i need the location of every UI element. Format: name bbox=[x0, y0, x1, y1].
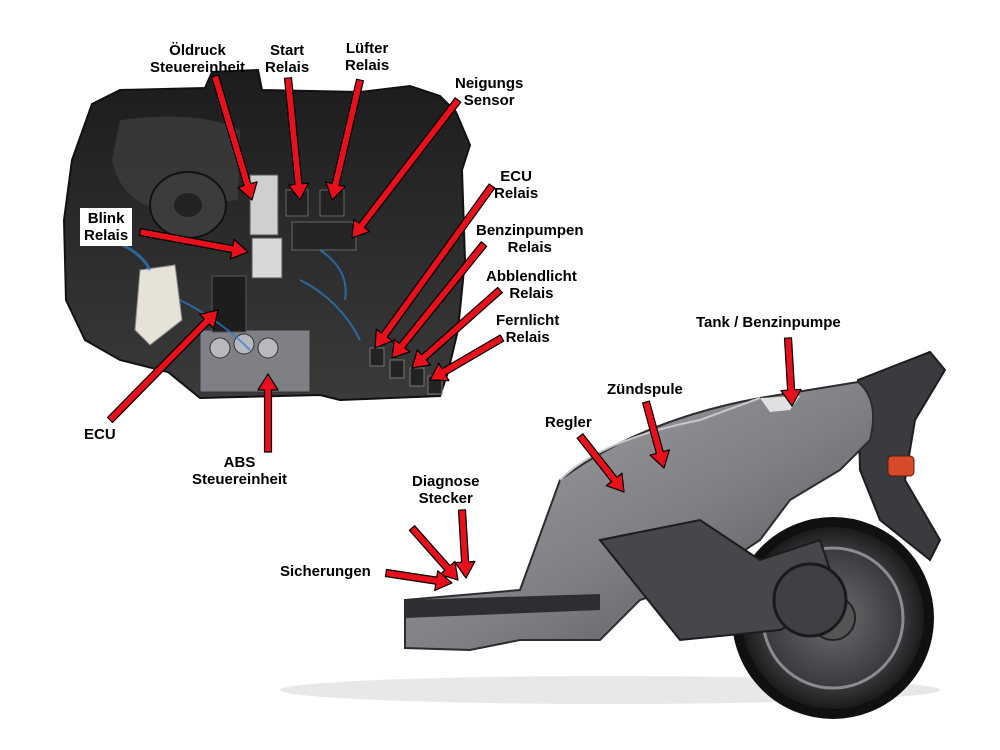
label-neigungs-sensor: Neigungs Sensor bbox=[455, 75, 524, 109]
label-abs-steuereinheit: ABS Steuereinheit bbox=[192, 454, 288, 488]
label-benzinpumpen-relais: Benzinpumpen Relais bbox=[476, 222, 584, 256]
label-start-relais: Start Relais bbox=[265, 42, 310, 76]
label-sicherungen: Sicherungen bbox=[280, 563, 371, 580]
engine-bay-photo bbox=[62, 68, 472, 402]
label-ecu-relais: ECU Relais bbox=[494, 168, 539, 202]
arrow-zuendspule bbox=[641, 400, 671, 469]
label-abblendlicht-relais: Abblendlicht Relais bbox=[486, 268, 577, 302]
arrow-ecu bbox=[106, 309, 219, 424]
arrow-benzinpumpen bbox=[391, 241, 488, 359]
label-ecu: ECU bbox=[84, 426, 116, 443]
arrow-group bbox=[106, 74, 802, 592]
arrow-abs bbox=[257, 373, 279, 453]
scooter-body bbox=[404, 380, 875, 652]
label-oeldruck-steuereinheit: Öldruck Steuereinheit bbox=[150, 42, 246, 76]
label-tank-benzinpumpe: Tank / Benzinpumpe bbox=[696, 314, 841, 331]
ecu-unit bbox=[211, 275, 247, 333]
label-regler: Regler bbox=[545, 414, 592, 431]
arrow-diagnose bbox=[454, 509, 476, 579]
scooter-photo bbox=[280, 350, 947, 719]
arrow-abblendlicht bbox=[411, 286, 503, 369]
fuel-filter bbox=[134, 264, 183, 346]
arrow-blink bbox=[138, 228, 249, 260]
label-luefter-relais: Lüfter Relais bbox=[345, 40, 390, 74]
arrow-regler bbox=[576, 433, 625, 493]
arrow-fernlicht bbox=[429, 334, 505, 382]
arrow-tank bbox=[780, 337, 802, 407]
arrow-start bbox=[283, 77, 309, 201]
label-fernlicht-relais: Fernlicht Relais bbox=[496, 312, 560, 346]
arrow-diagnose-2 bbox=[408, 525, 459, 581]
label-blink-relais: Blink Relais bbox=[80, 208, 133, 246]
arrow-oeldruck bbox=[211, 74, 258, 201]
arrow-neigung bbox=[351, 97, 462, 239]
label-diagnose-stecker: Diagnose Stecker bbox=[412, 473, 480, 507]
arrow-ecu-relais bbox=[374, 183, 496, 349]
label-zuendspule: Zündspule bbox=[607, 381, 683, 398]
arrow-luefter bbox=[325, 78, 364, 201]
arrow-sicherungen bbox=[384, 568, 453, 592]
